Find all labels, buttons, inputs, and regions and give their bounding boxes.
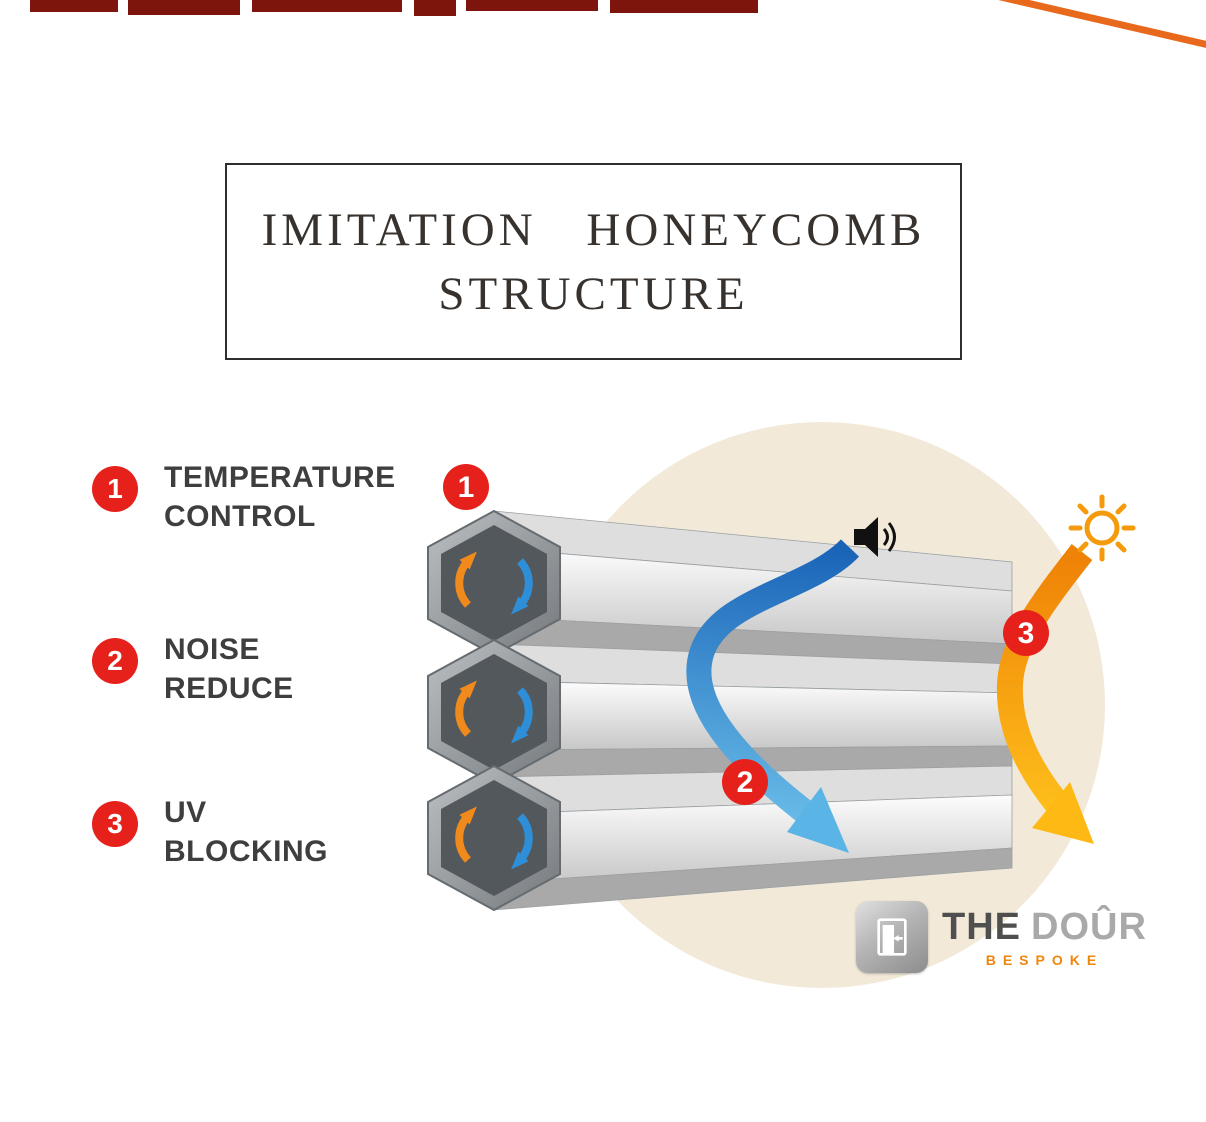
feature-2-label: NOISE REDUCE [164,630,294,708]
honeycomb-structure-diagram: 1 2 3 [380,422,1136,988]
feature-2-badge: 2 [92,638,138,684]
banner-fragment [30,0,118,12]
sun-icon [1068,494,1136,562]
svg-text:3: 3 [1018,617,1035,650]
feature-3-badge: 3 [92,801,138,847]
diagram-marker-3: 3 [1003,610,1049,656]
feature-3-line1: UV [164,796,207,829]
title-box: IMITATION HONEYCOMB STRUCTURE [225,163,962,360]
diagonal-stripe [919,0,1206,57]
banner-fragment [414,0,456,16]
top-cropped-banner [0,0,1206,60]
feature-3-line2: BLOCKING [164,835,328,868]
banner-fragment [128,0,240,15]
feature-1-badge: 1 [92,466,138,512]
banner-fragment [466,0,598,11]
feature-3-label: UV BLOCKING [164,793,328,871]
logo-tagline: BESPOKE [985,952,1104,968]
uv-arrow [996,544,1094,844]
diagram-marker-2: 2 [722,759,768,805]
banner-fragment [252,0,402,12]
feature-1-label: TEMPERATURE CONTROL [164,458,396,536]
banner-fragment [610,0,758,13]
feature-uv-blocking: 3 UV BLOCKING [92,793,328,871]
svg-text:2: 2 [737,766,754,799]
door-icon [856,901,928,973]
feature-2-line1: NOISE [164,633,260,666]
feature-noise-reduce: 2 NOISE REDUCE [92,630,294,708]
feature-2-line2: REDUCE [164,672,294,705]
feature-1-line1: TEMPERATURE [164,461,396,494]
logo-word-the: THE [942,906,1021,948]
brand-logo: THE DOÛR BESPOKE [856,901,1147,973]
feature-temperature-control: 1 TEMPERATURE CONTROL [92,458,396,536]
logo-word-dour: DOÛR [1031,906,1147,948]
feature-1-line2: CONTROL [164,500,316,533]
logo-text: THE DOÛR BESPOKE [942,906,1147,968]
pleated-slats [493,510,1013,911]
diagram-marker-1: 1 [443,464,489,510]
svg-text:1: 1 [458,471,475,504]
title-line-2: STRUCTURE [438,267,749,320]
speaker-icon [854,517,896,557]
title-line-1: IMITATION HONEYCOMB [261,203,926,256]
